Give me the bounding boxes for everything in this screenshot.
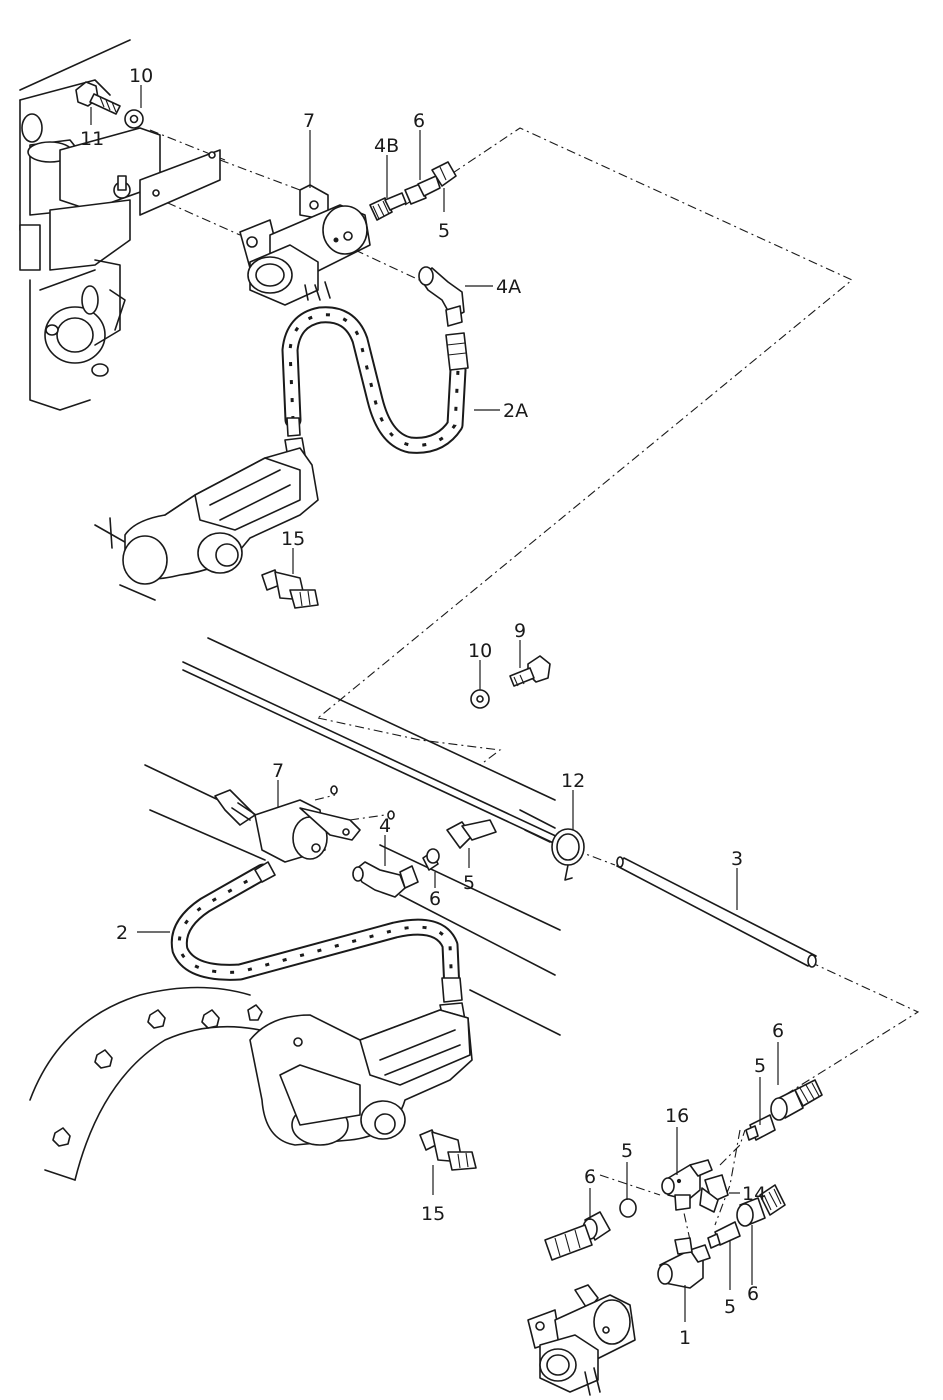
washer-10-top [124,109,144,129]
label-15-bottom: 15 [421,1203,445,1225]
bolt-11 [75,81,121,115]
label-6-mid: 6 [429,888,441,910]
label-1: 1 [679,1327,691,1349]
axle-frame-lines [144,637,561,1036]
label-16: 16 [665,1105,689,1127]
nipple-6-mid [422,848,440,871]
nut-5-mid [446,819,497,849]
label-5-mid: 5 [463,872,475,894]
label-9: 9 [514,620,526,642]
label-12: 12 [561,770,585,792]
pressure-switch-15-bottom [419,1129,477,1171]
bolt-9 [509,655,551,687]
label-5-top: 5 [438,220,450,242]
label-6-right-upper: 6 [772,1020,784,1042]
label-2: 2 [116,922,128,944]
engine-block-top [19,39,221,411]
label-10-top: 10 [129,65,153,87]
label-15-top: 15 [281,528,305,550]
label-5-right-upper: 5 [754,1055,766,1077]
leader-lines [90,85,779,1322]
label-5-right-mid: 5 [621,1140,633,1162]
nut-6-top [431,161,457,187]
hose-2A [281,306,469,459]
label-10-mid: 10 [468,640,492,662]
valve-7-mid [214,785,395,863]
label-4: 4 [379,815,391,837]
hose-2 [170,861,466,1024]
valve-7-top [239,184,371,306]
nipple-5-top [404,175,441,205]
washer-10-mid [470,689,490,709]
pressure-switch-15-top [261,569,319,609]
brake-chamber-top [94,447,319,601]
label-14: 14 [742,1183,766,1205]
fitting-4B [369,192,407,221]
label-7-top: 7 [303,110,315,132]
label-4B: 4B [374,135,399,157]
brake-chamber-bottom [249,1009,473,1146]
label-3: 3 [731,848,743,870]
label-6-right-lower: 6 [747,1283,759,1305]
tube-3 [616,856,817,968]
label-6-right-mid: 6 [584,1166,596,1188]
clamp-12 [551,828,585,881]
elbow-4A [418,266,465,327]
label-6-top: 6 [413,110,425,132]
fitting-assembly-right [527,1079,823,1396]
label-4A: 4A [496,276,521,298]
part-labels: 11 10 7 4B 6 5 4A 2A 15 9 10 7 12 4 5 6 … [80,65,784,1349]
label-2A: 2A [503,400,528,422]
wheel-hub [29,986,263,1181]
elbow-4 [352,861,419,898]
label-11: 11 [80,128,104,150]
label-7-mid: 7 [272,760,284,782]
label-5-right-lower: 5 [724,1296,736,1318]
